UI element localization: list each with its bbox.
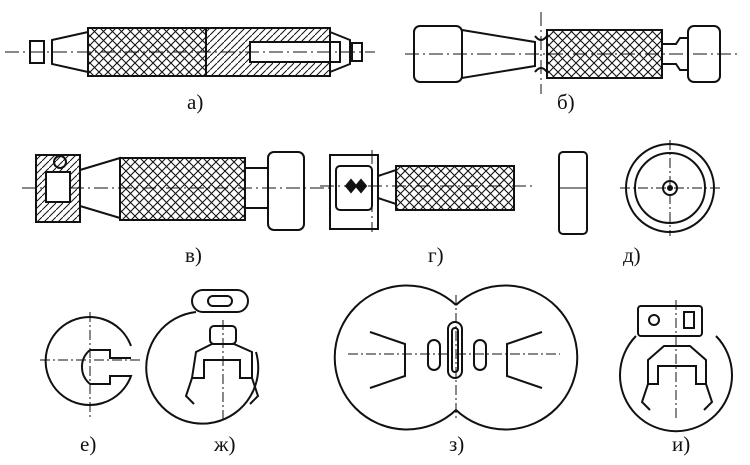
label-z: з)	[449, 432, 465, 456]
label-b: б)	[557, 90, 575, 114]
label-d: д)	[623, 243, 641, 267]
gauge-a	[5, 27, 375, 77]
label-i: и)	[672, 432, 691, 456]
label-g: г)	[428, 243, 444, 267]
ring-e	[40, 312, 140, 420]
gauge-d	[558, 140, 720, 236]
gauge-g	[320, 150, 535, 232]
gauge-z	[333, 284, 579, 431]
label-v: в)	[185, 243, 202, 267]
label-e: е)	[80, 432, 97, 456]
gauge-v	[22, 151, 330, 231]
label-a: а)	[187, 90, 204, 114]
gauge-i	[619, 300, 733, 433]
label-zh: ж)	[214, 432, 236, 456]
gauge-zh	[145, 289, 260, 425]
gauge-b	[405, 12, 740, 94]
